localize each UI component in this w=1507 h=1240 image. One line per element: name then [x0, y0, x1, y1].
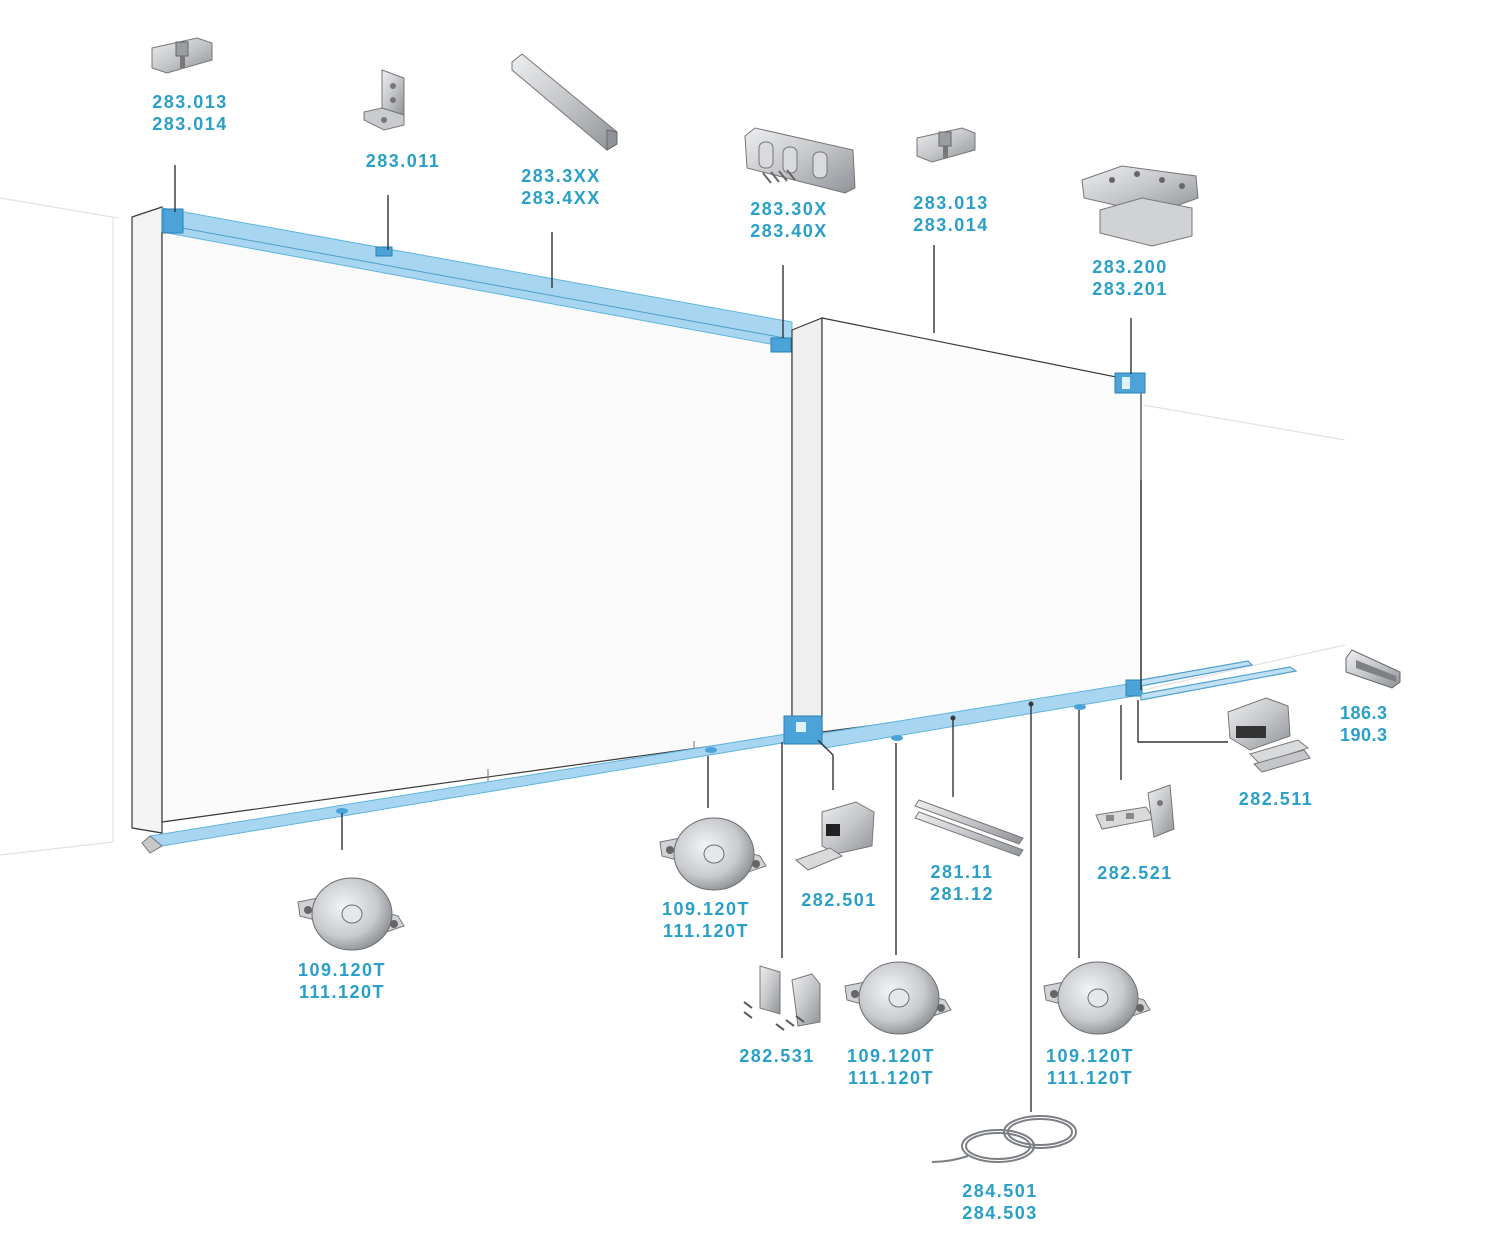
part-number: 190.3	[1340, 725, 1388, 745]
angle-bracket-icon	[363, 69, 405, 131]
part-label-end-stop-latch: 282.511	[1239, 788, 1314, 810]
roller-guide-block-icon	[744, 127, 856, 194]
top-carriage-block	[1114, 372, 1146, 394]
part-number: 282.521	[1097, 863, 1173, 883]
part-label-wheel-left: 109.120T 111.120T	[298, 959, 386, 1003]
part-number: 281.12	[929, 884, 995, 904]
part-label-top-carriage: 283.200 283.201	[1092, 256, 1168, 300]
right-gate-leaf	[791, 317, 1142, 743]
part-number: 283.3XX	[521, 166, 601, 186]
part-number: 283.011	[365, 151, 441, 171]
top-carriage-icon	[1081, 165, 1199, 247]
part-label-stop-bracket: 282.521	[1097, 862, 1173, 884]
part-number: 111.120T	[298, 982, 386, 1002]
part-label-guide-profile: 283.3XX 283.4XX	[521, 165, 601, 209]
part-number: 284.501	[962, 1181, 1038, 1201]
part-number: 283.014	[152, 114, 228, 134]
part-number: 284.503	[962, 1203, 1038, 1223]
grooved-wheel-icon	[297, 877, 405, 951]
part-number: 283.013	[913, 193, 989, 213]
part-label-steel-cable: 284.501 284.503	[962, 1180, 1038, 1224]
part-label-mounting-bracket-set: 282.531	[739, 1045, 815, 1067]
part-number: 111.120T	[1046, 1068, 1134, 1088]
part-number: 282.511	[1238, 789, 1314, 809]
guide-profile-icon	[511, 53, 618, 151]
part-label-ground-rail: 186.3 190.3	[1340, 702, 1388, 746]
part-number: 109.120T	[661, 899, 751, 919]
ground-rail-icon	[1345, 649, 1401, 689]
part-label-end-cap-bracket-right: 283.013 283.014	[913, 192, 989, 236]
steel-cable-coil-icon	[931, 1115, 1077, 1163]
mounting-bracket-set-icon	[743, 965, 821, 1031]
part-number: 111.120T	[847, 1068, 935, 1088]
latch-stop-icon	[795, 801, 875, 871]
part-label-angle-bracket: 283.011	[366, 150, 441, 172]
left-gate-leaf	[161, 211, 793, 823]
part-number: 283.201	[1092, 279, 1168, 299]
part-number: 282.501	[801, 890, 877, 910]
ground-rails	[1140, 660, 1298, 701]
part-number: 283.40X	[750, 221, 828, 241]
stop-bracket-icon	[1095, 784, 1175, 838]
part-number: 109.120T	[297, 960, 387, 980]
part-number: 282.531	[739, 1046, 815, 1066]
part-number: 283.014	[913, 215, 989, 235]
end-cap-bracket-icon	[916, 127, 976, 163]
part-number: 111.120T	[662, 921, 750, 941]
part-label-end-cap-bracket: 283.013 283.014	[152, 91, 228, 135]
part-number: 283.4XX	[521, 188, 601, 208]
part-number: 109.120T	[846, 1046, 936, 1066]
part-number: 109.120T	[1045, 1046, 1135, 1066]
wall-pillar	[131, 206, 163, 834]
part-number: 283.013	[152, 92, 228, 112]
part-number: 186.3	[1340, 703, 1388, 723]
part-label-roller-guide-block: 283.30X 283.40X	[750, 198, 828, 242]
part-label-wheel-center: 109.120T 111.120T	[662, 898, 750, 942]
part-label-flat-rail-pair: 281.11 281.12	[930, 861, 994, 905]
leader-lines	[174, 165, 1228, 1112]
part-label-wheel-lower-center: 109.120T 111.120T	[847, 1045, 935, 1089]
part-number: 281.11	[930, 862, 994, 882]
end-cap-bracket-icon	[151, 37, 213, 74]
part-number: 283.30X	[750, 199, 828, 219]
bottom-rail-right	[783, 679, 1143, 749]
grooved-wheel-icon	[1043, 961, 1151, 1035]
part-label-wheel-lower-right: 109.120T 111.120T	[1046, 1045, 1134, 1089]
end-stop-latch-icon	[1227, 697, 1311, 773]
flat-rail-pair-icon	[914, 799, 1024, 857]
part-label-latch-stop: 282.501	[801, 889, 877, 911]
grooved-wheel-icon	[844, 961, 952, 1035]
part-number: 283.200	[1092, 257, 1168, 277]
grooved-wheel-icon	[659, 817, 767, 891]
background-wall-lines	[0, 197, 1346, 856]
